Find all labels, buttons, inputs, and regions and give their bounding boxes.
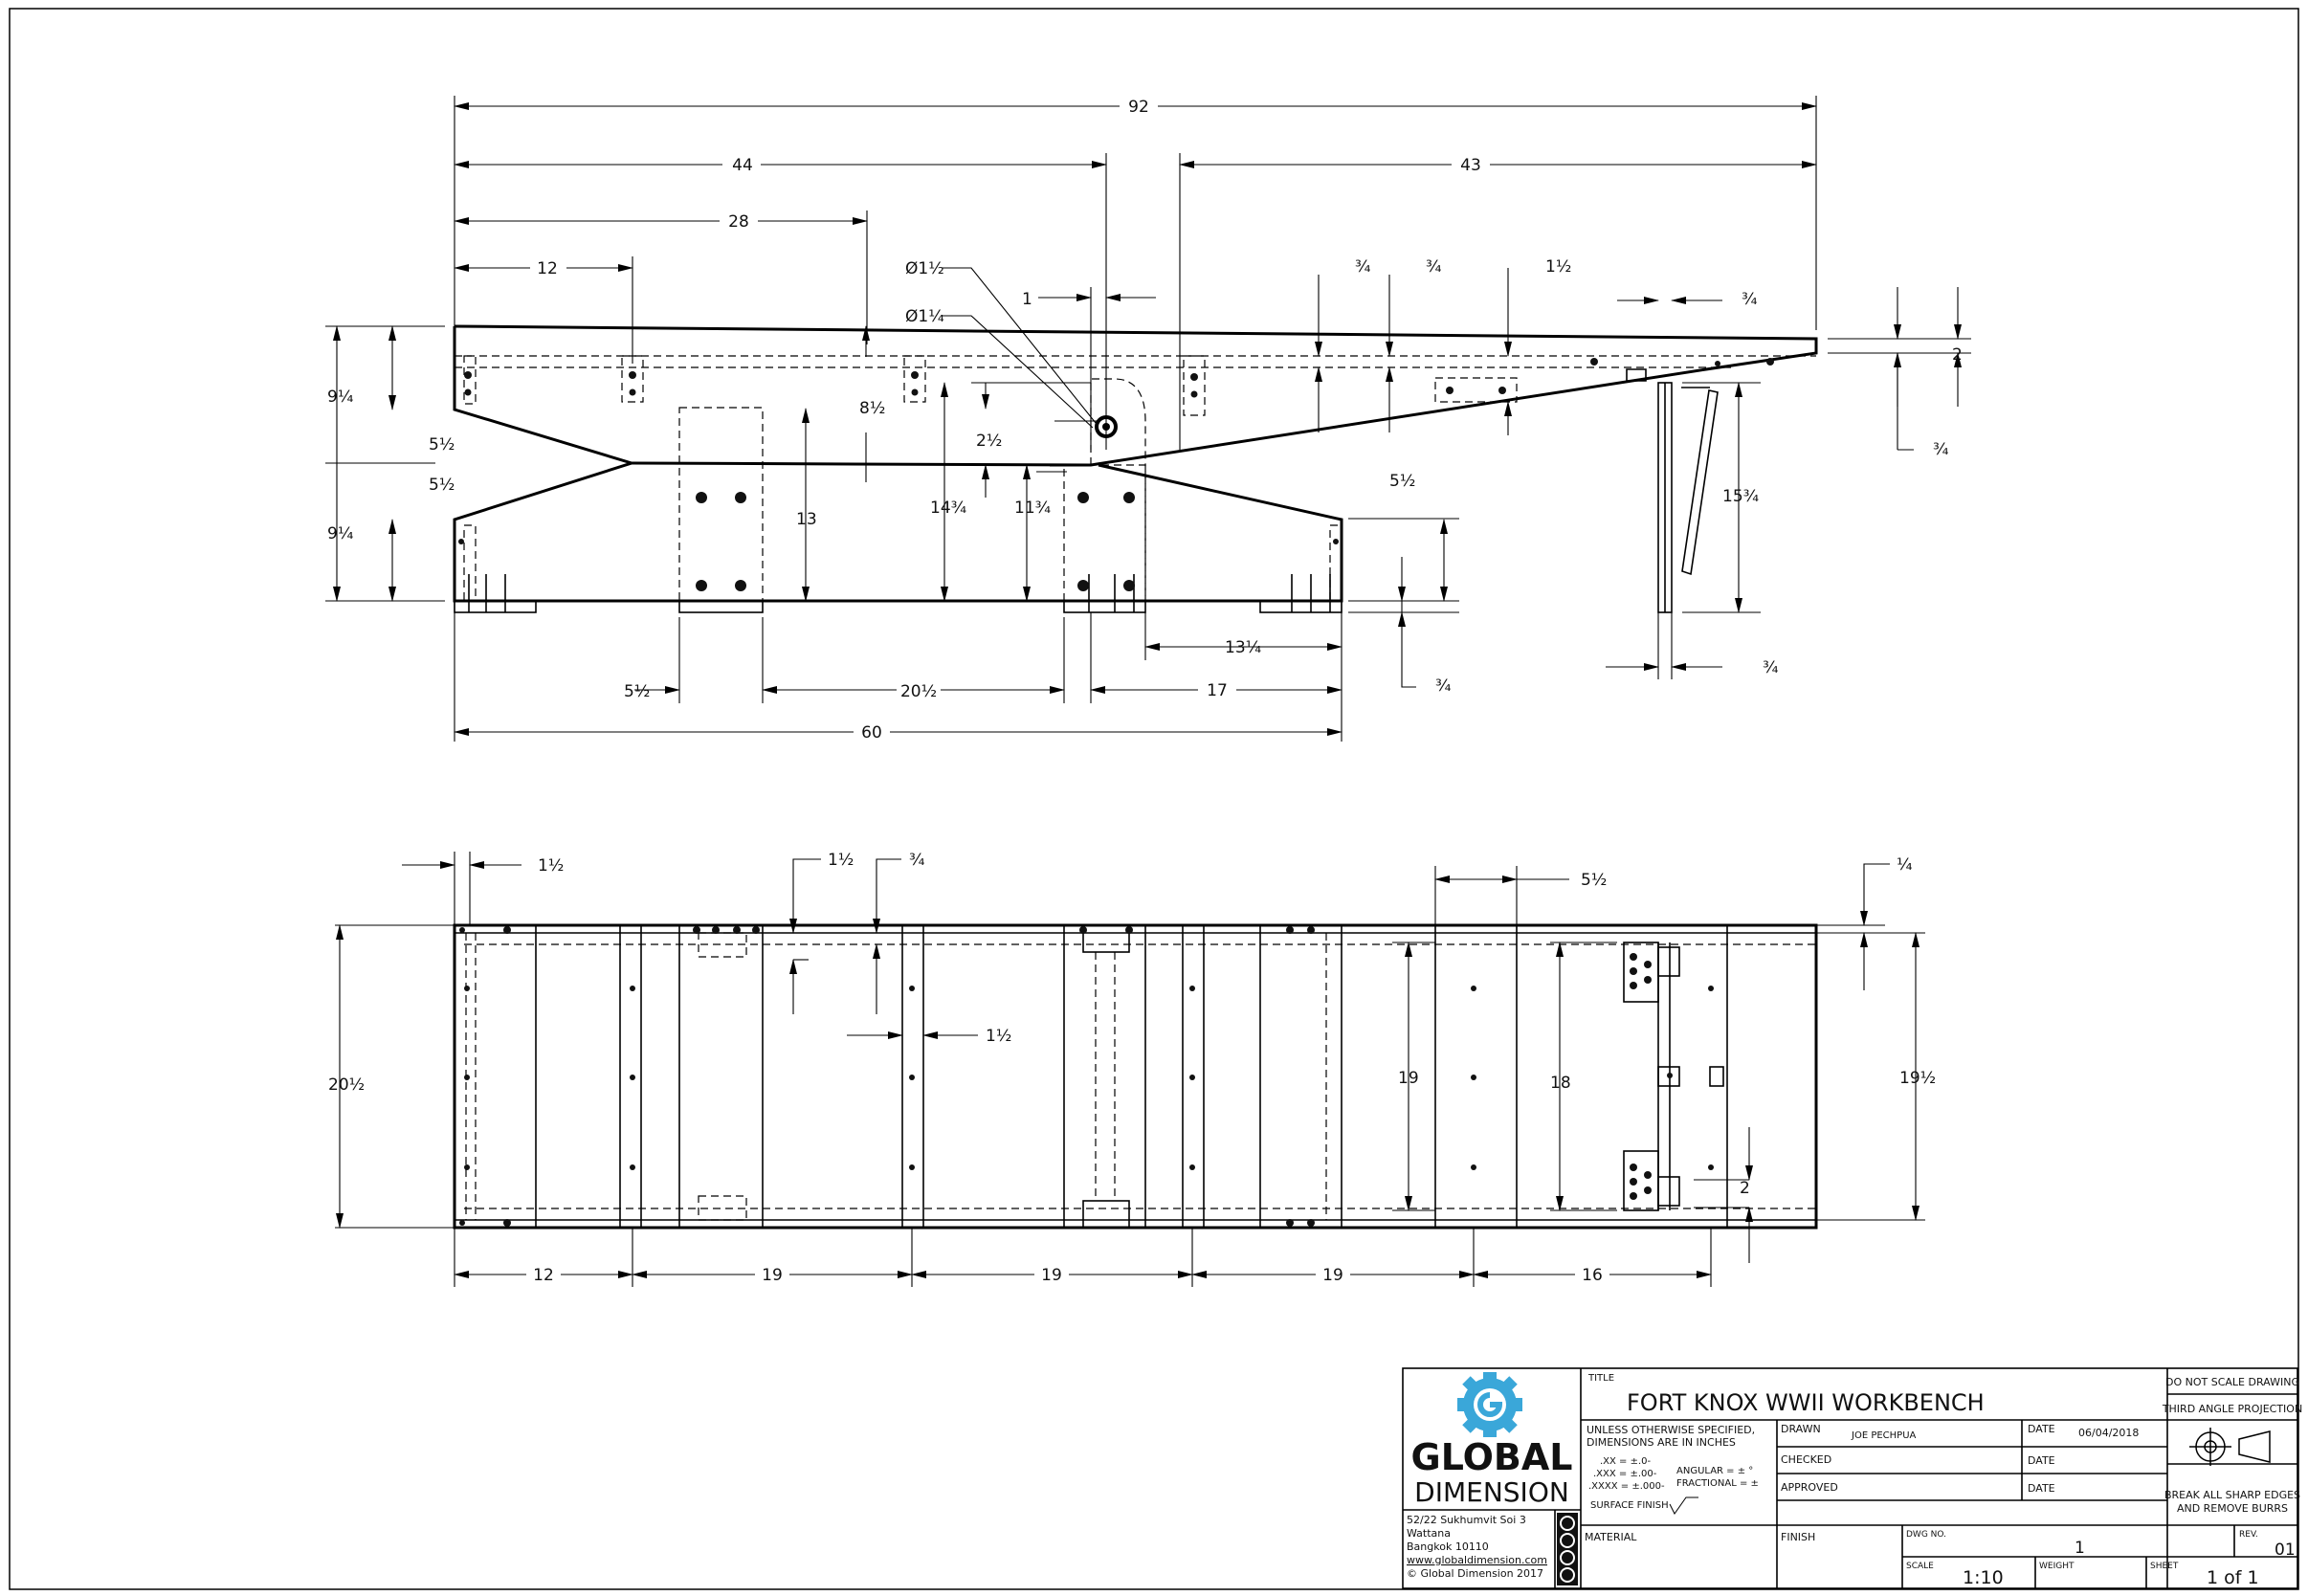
tolerance-xxx: .XXX = ±.00-	[1593, 1469, 1657, 1479]
tolerance-angular: ANGULAR = ± °	[1676, 1466, 1753, 1476]
dim-11-3-4: 11¾	[1014, 499, 1051, 518]
dim-b-19-c: 19	[1322, 1266, 1343, 1285]
dim-b-12: 12	[533, 1266, 554, 1285]
dim-dia-1-1-4: Ø1¼	[905, 307, 944, 326]
dim-b-5-1-2: 5½	[1581, 871, 1607, 890]
third-angle-projection-icon	[2189, 1428, 2271, 1466]
dim-15-3-4: 15¾	[1722, 487, 1759, 506]
dim-17: 17	[1207, 681, 1228, 700]
break-edges-note-1: BREAK ALL SHARP EDGES	[2164, 1489, 2300, 1501]
dim-3-4-a: ¾	[1355, 257, 1370, 277]
dim-b-19-vertical: 19	[1398, 1069, 1419, 1088]
dim-b-1-1-2-b: 1½	[828, 851, 854, 870]
dim-b-1-1-2-c: 1½	[986, 1027, 1011, 1046]
dim-3-4-c: ¾	[1742, 290, 1757, 309]
company-address-line-2: Wattana	[1407, 1527, 1451, 1540]
company-name: GLOBAL	[1411, 1436, 1573, 1478]
dim-14-3-4: 14¾	[930, 499, 966, 518]
dim-5-1-2-a: 5½	[429, 435, 455, 454]
rev-label: REV.	[2239, 1530, 2258, 1540]
dim-b-2: 2	[1740, 1179, 1750, 1198]
checked-date-label: DATE	[2028, 1454, 2055, 1467]
scale-value: 1:10	[1963, 1567, 2004, 1588]
drawn-date-value: 06/04/2018	[2078, 1427, 2139, 1439]
dim-12: 12	[537, 259, 558, 278]
dim-44: 44	[732, 156, 753, 175]
dim-9-1-4-b: 9¼	[327, 524, 353, 543]
title-label: TITLE	[1587, 1373, 1614, 1384]
dim-13-1-4: 13¼	[1225, 638, 1261, 657]
dim-20-1-2: 20½	[900, 682, 937, 701]
dim-1-1-2: 1½	[1545, 257, 1571, 277]
drawn-date-label: DATE	[2028, 1423, 2055, 1435]
sheet-border	[9, 8, 2299, 1590]
company-website-link[interactable]: www.globaldimension.com	[1407, 1554, 1547, 1566]
dim-3-4-e: ¾	[1435, 676, 1451, 696]
dim-2: 2	[1952, 345, 1963, 365]
dim-3-4-b: ¾	[1426, 257, 1441, 277]
drawn-value: JOE PECHPUA	[1851, 1430, 1917, 1441]
dim-5-1-2-b: 5½	[429, 476, 455, 495]
dim-b-16: 16	[1582, 1266, 1603, 1285]
sheet-label: SHEET	[2150, 1562, 2179, 1571]
social-icons	[1557, 1513, 1578, 1585]
dim-b-1-1-2-a: 1½	[538, 856, 564, 876]
dwg-no-label: DWG NO.	[1906, 1530, 1946, 1540]
material-label: MATERIAL	[1585, 1531, 1637, 1543]
top-view: 1½ 1½ ¾ 5½ ¼ 1½ 20½ 19 18 19½ 2 12 19 19…	[328, 851, 1936, 1287]
front-view: 92 44 43 28 12 Ø1½ Ø1¼ 1 ¾ ¾ 1½ ¾ 2 ¾ 9¼…	[325, 96, 1971, 743]
drawn-label: DRAWN	[1781, 1423, 1821, 1435]
dim-b-1-4: ¼	[1897, 855, 1912, 875]
dim-b-19-1-2: 19½	[1899, 1069, 1936, 1088]
finish-label: FINISH	[1781, 1531, 1815, 1543]
company-copyright: © Global Dimension 2017	[1407, 1567, 1543, 1580]
dim-3-4-d: ¾	[1933, 440, 1948, 459]
dim-92: 92	[1128, 98, 1149, 117]
sheet-value: 1 of 1	[2207, 1567, 2259, 1588]
dim-1: 1	[1022, 290, 1032, 309]
company-address-line-3: Bangkok 10110	[1407, 1541, 1489, 1553]
dim-5-1-2-c: 5½	[1389, 472, 1415, 491]
dim-60: 60	[861, 723, 882, 743]
dim-43: 43	[1460, 156, 1481, 175]
drawing-title: FORT KNOX WWII WORKBENCH	[1627, 1389, 1985, 1416]
dim-2-1-2: 2½	[976, 432, 1002, 451]
tolerance-xx: .XX = ±.0-	[1600, 1456, 1652, 1467]
dim-5-1-2-d: 5½	[624, 682, 650, 701]
dwg-no-value: 1	[2075, 1539, 2085, 1558]
global-dimension-logo-icon	[1457, 1372, 1522, 1437]
company-name-2: DIMENSION	[1414, 1476, 1569, 1508]
dim-b-20-1-2: 20½	[328, 1075, 365, 1095]
tolerance-fractional: FRACTIONAL = ±	[1676, 1478, 1759, 1489]
dim-3-4-f: ¾	[1763, 658, 1778, 677]
rev-value: 01	[2275, 1541, 2296, 1560]
company-address-line-1: 52/22 Sukhumvit Soi 3	[1407, 1514, 1526, 1526]
tolerance-line-2: DIMENSIONS ARE IN INCHES	[1587, 1436, 1736, 1449]
dim-b-19-a: 19	[762, 1266, 783, 1285]
do-not-scale-note: DO NOT SCALE DRAWING	[2165, 1376, 2299, 1388]
dim-b-3-4: ¾	[909, 851, 924, 870]
dim-13: 13	[796, 510, 817, 529]
title-block: GLOBAL DIMENSION 52/22 Sukhumvit Soi 3 W…	[1402, 1367, 2302, 1589]
break-edges-note-2: AND REMOVE BURRS	[2177, 1502, 2288, 1515]
tolerance-xxxx: .XXXX = ±.000-	[1588, 1481, 1665, 1492]
approved-date-label: DATE	[2028, 1482, 2055, 1495]
dim-dia-1-1-2: Ø1½	[905, 259, 944, 278]
tolerance-line-1: UNLESS OTHERWISE SPECIFIED,	[1587, 1424, 1755, 1436]
projection-note: THIRD ANGLE PROJECTION	[2162, 1403, 2302, 1415]
dim-b-19-b: 19	[1041, 1266, 1062, 1285]
dim-9-1-4-a: 9¼	[327, 388, 353, 407]
surface-finish-icon	[1669, 1496, 1698, 1515]
surface-finish-label: SURFACE FINISH	[1590, 1500, 1669, 1511]
scale-label: SCALE	[1906, 1562, 1934, 1571]
weight-label: WEIGHT	[2039, 1562, 2075, 1571]
dim-28: 28	[728, 212, 749, 232]
dim-b-18: 18	[1550, 1074, 1571, 1093]
dim-8-1-2: 8½	[859, 399, 885, 418]
checked-label: CHECKED	[1781, 1453, 1831, 1466]
approved-label: APPROVED	[1781, 1481, 1838, 1494]
